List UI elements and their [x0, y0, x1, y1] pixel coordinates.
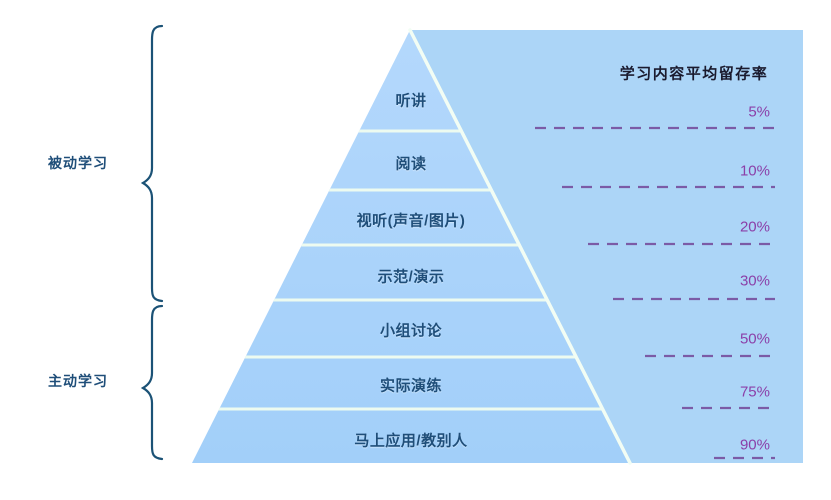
retention-value-2: 10%	[739, 162, 770, 180]
retention-value-3: 20%	[739, 218, 770, 236]
retention-value-4: 30%	[739, 272, 770, 290]
brace-passive-learning	[140, 24, 164, 303]
tier-label-3: 视听(声音/图片)	[356, 212, 466, 230]
tier-label-2: 阅读	[395, 155, 427, 173]
group-braces	[140, 24, 164, 461]
retention-dash-lines	[535, 126, 775, 460]
retention-value-5: 50%	[739, 330, 770, 348]
retention-panel-background	[410, 30, 803, 463]
retention-value-6: 75%	[739, 383, 770, 401]
tier-label-4: 示范/演示	[377, 268, 445, 286]
tier-label-5: 小组讨论	[379, 322, 443, 340]
tier-label-6: 实际演练	[379, 377, 443, 395]
tier-label-1: 听讲	[395, 92, 427, 110]
group-label-active: 主动学习	[48, 373, 108, 389]
pyramid-right-edge	[408, 28, 632, 465]
group-label-passive: 被动学习	[48, 155, 108, 171]
tier-label-7: 马上应用/教别人	[354, 432, 468, 450]
panel-title: 学习内容平均留存率	[619, 65, 769, 83]
brace-active-learning	[140, 304, 164, 461]
retention-value-7: 90%	[739, 436, 770, 454]
retention-value-1: 5%	[748, 103, 770, 121]
